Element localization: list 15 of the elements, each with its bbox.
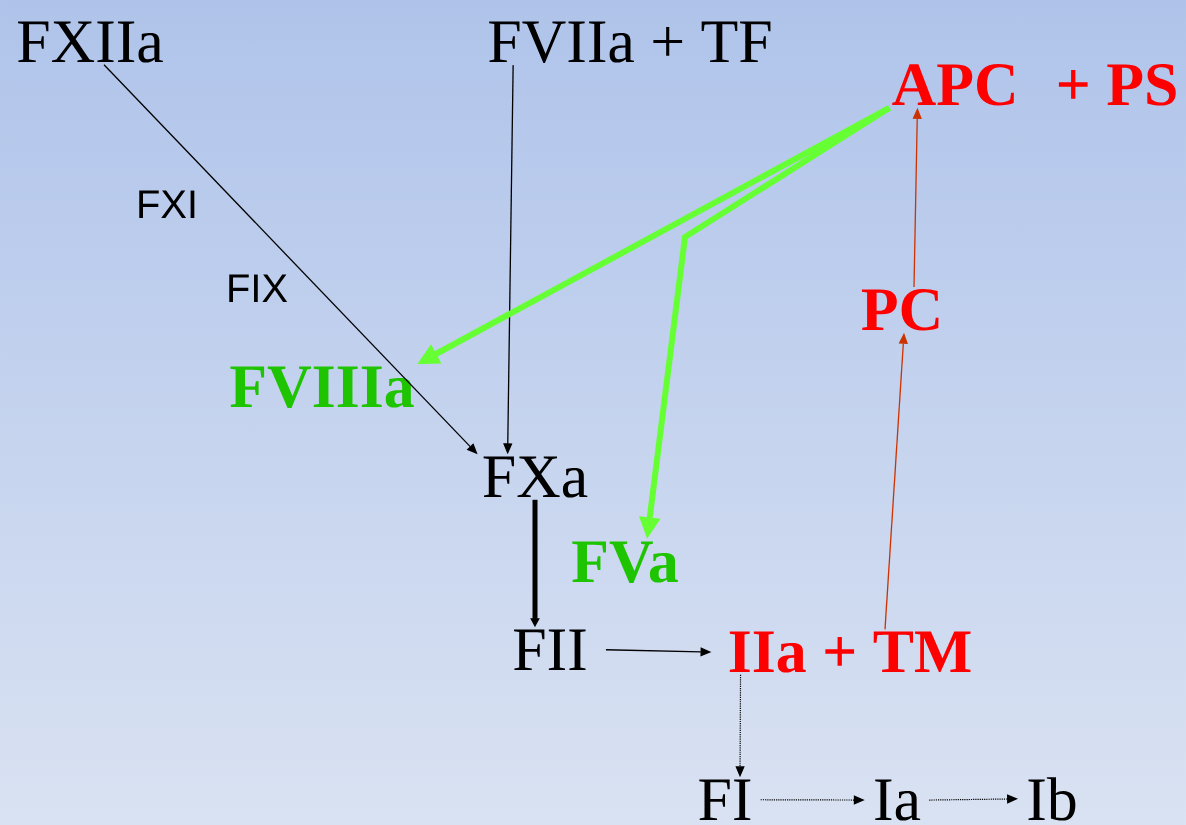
factor-label: FXIIa: [18, 21, 163, 63]
factor-label: Ia: [875, 779, 921, 821]
factor-label: FIX: [229, 274, 288, 302]
factor-label: PC: [861, 289, 939, 331]
factor-label: FI: [699, 779, 751, 820]
factor-label: FVIIa + TF: [489, 21, 771, 63]
factor-label: Ib: [1028, 777, 1076, 821]
factor-label: APC + PS: [892, 64, 1176, 106]
factor-label: FVa: [572, 541, 678, 583]
factor-label: FXa: [483, 456, 588, 498]
factor-label: FXI: [139, 190, 195, 218]
factor-label: FVIIIa: [230, 366, 414, 408]
arrow: [928, 794, 1018, 804]
factor-label: IIa + TM: [729, 631, 971, 673]
factor-label: FII: [514, 629, 586, 670]
